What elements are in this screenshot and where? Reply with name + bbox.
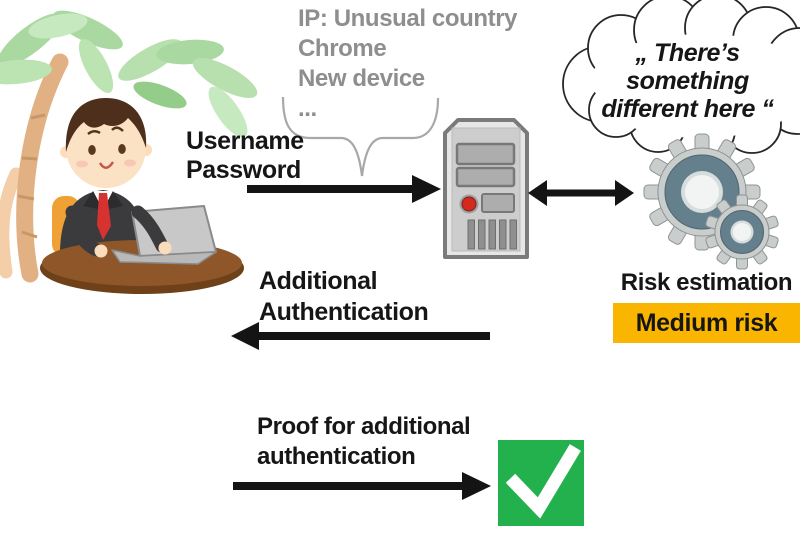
face [60, 98, 152, 188]
arrow-proof [233, 472, 491, 500]
palm-tree-illustration [0, 10, 258, 283]
context-features-text: IP: Unusual country Chrome New device ..… [298, 4, 517, 124]
context-feature-line: IP: Unusual country [298, 5, 518, 32]
credentials-line: Password [186, 156, 301, 184]
proof-label: Proof for additional authentication [257, 412, 471, 472]
thought-line: „ There’s [635, 39, 740, 67]
arrow-bidirectional [528, 180, 634, 206]
additional-auth-line: Authentication [259, 298, 429, 326]
additional-auth-label: Additional Authentication [259, 266, 429, 328]
brace [281, 96, 440, 177]
additional-auth-line: Additional [259, 267, 378, 295]
gears-icon [643, 133, 779, 270]
risk-estimation-label: Risk estimation [620, 269, 793, 296]
tie [97, 193, 111, 240]
palm-leaves-behind-user [118, 39, 258, 138]
server-vents [467, 219, 517, 250]
context-feature-line: New device [298, 65, 425, 92]
credentials-line: Username [186, 127, 304, 155]
proof-line: Proof for additional [257, 413, 471, 440]
thought-cloud [562, 0, 800, 160]
checkmark-icon [498, 440, 584, 526]
arrow-credentials [247, 175, 441, 203]
risk-level-text: Medium risk [635, 308, 778, 337]
palm-leaves-top-left [0, 10, 123, 93]
proof-line: authentication [257, 443, 416, 470]
server-icon [443, 118, 529, 259]
person-at-laptop-illustration [40, 98, 244, 294]
thought-line: different here “ [601, 95, 774, 123]
thought-text: „ There’s something different here “ [565, 39, 800, 123]
credentials-label: Username Password [186, 127, 304, 185]
thought-line: something [626, 67, 749, 95]
hair [65, 98, 147, 152]
led-indicator [461, 196, 477, 212]
risk-level-badge: Medium risk [613, 303, 800, 343]
gear-small [705, 194, 779, 270]
context-feature-ellipsis: ... [298, 95, 317, 122]
context-feature-line: Chrome [298, 35, 387, 62]
arrow-additional-auth [231, 322, 490, 350]
